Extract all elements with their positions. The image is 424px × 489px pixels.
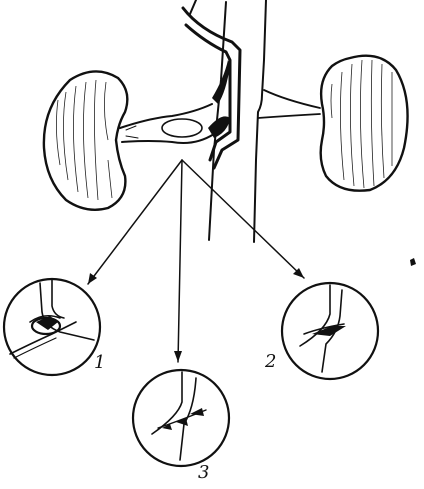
right-renal-vessel-lower: [257, 113, 321, 119]
great-vessels: [208, 0, 321, 243]
sheath-dark-upper: [212, 60, 230, 104]
stray-mark: [410, 258, 416, 266]
callout-label-2: 2: [265, 351, 277, 372]
catheter-sheath: [181, 0, 242, 170]
arrowhead-3: [174, 351, 182, 362]
sheath-tip: [189, 0, 197, 15]
sheath-inner: [184, 23, 232, 162]
left-kidney: [42, 70, 129, 211]
sheath-outer: [181, 6, 242, 170]
callout-circle-1: [2, 277, 102, 377]
vessel-left-wall: [208, 1, 227, 241]
arrowhead-1: [88, 273, 97, 284]
left-renal-pelvis: [119, 103, 215, 144]
arrow-to-callout-3: [177, 159, 183, 363]
right-kidney: [319, 54, 409, 192]
vessel-right-wall: [253, 0, 267, 243]
arrow-to-callout-2: [181, 159, 305, 279]
arrow-to-callout-1: [87, 159, 183, 285]
callout-label-3: 3: [198, 462, 210, 483]
right-renal-vessel-upper: [263, 89, 321, 109]
callout-label-1: 1: [94, 352, 106, 373]
pointer-arrows: [87, 159, 305, 363]
callout-circle-3: [131, 368, 231, 468]
arrowhead-2: [293, 268, 304, 278]
callout-circle-2: [280, 281, 380, 381]
sheath-dark-lower: [208, 116, 230, 138]
